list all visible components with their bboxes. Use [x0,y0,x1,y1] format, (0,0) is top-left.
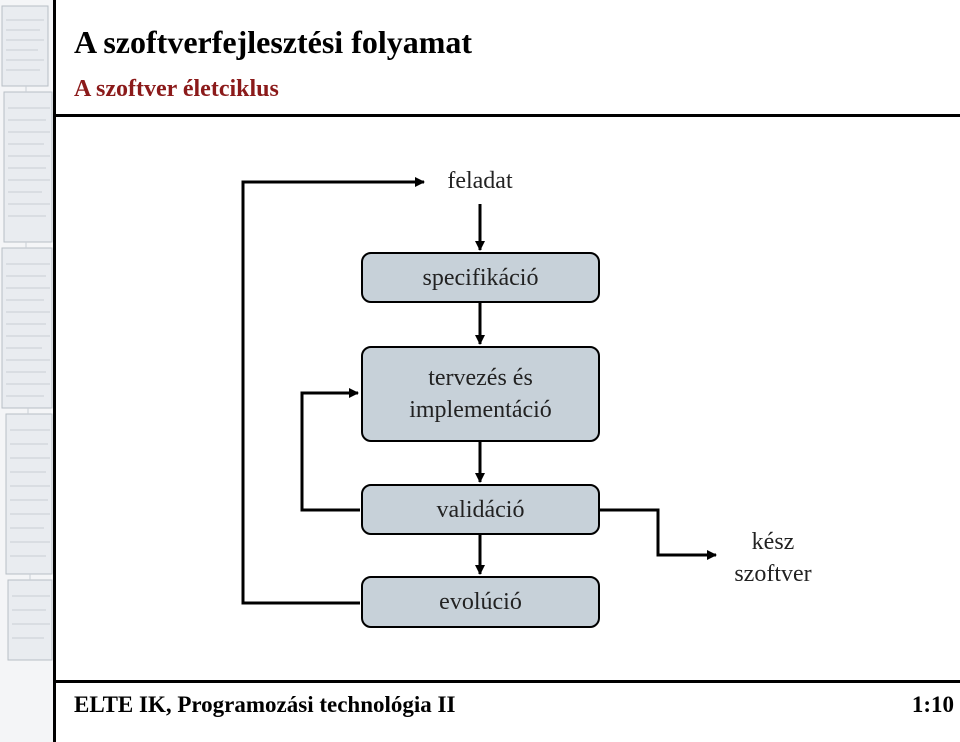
task-label: feladat [447,168,513,194]
sidebar-class-diagram-image [1,5,53,661]
slide-number: 1:10 [911,692,954,717]
finished-software-label: kész szoftver [734,529,812,587]
loop-validation-to-design [300,388,360,512]
header-rule [56,114,960,117]
footer-course: ELTE IK, Programozási technológia II [74,692,456,717]
node-design-implementation: tervezés és implementáció [361,346,600,442]
node-validation-label: validáció [436,496,525,523]
node-evolution-label: evolúció [439,589,522,615]
node-specification-label: specifikáció [422,264,539,291]
sidebar-decoration [0,0,53,742]
page-title: A szoftverfejlesztési folyamat [74,24,473,60]
arrow-to-finished-software [600,508,717,560]
page-subtitle: A szoftver életciklus [74,76,279,102]
node-design-implementation-label: tervezés és implementáció [409,365,552,423]
node-specification: specifikáció [361,252,600,303]
loop-evolution-to-task [241,177,425,605]
node-validation: validáció [361,484,600,535]
footer-rule [56,680,960,683]
left-vertical-rule [53,0,56,742]
node-evolution: evolúció [361,576,600,628]
